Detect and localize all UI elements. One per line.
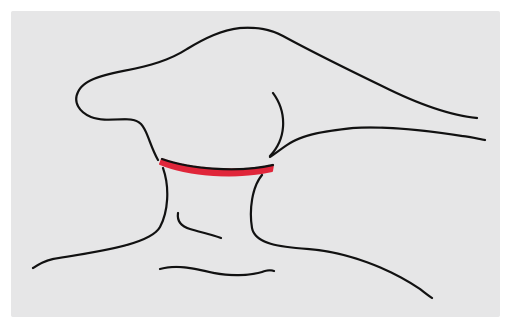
line-illustration	[11, 11, 500, 317]
illustration-panel	[11, 11, 500, 317]
panel-background	[11, 11, 500, 317]
